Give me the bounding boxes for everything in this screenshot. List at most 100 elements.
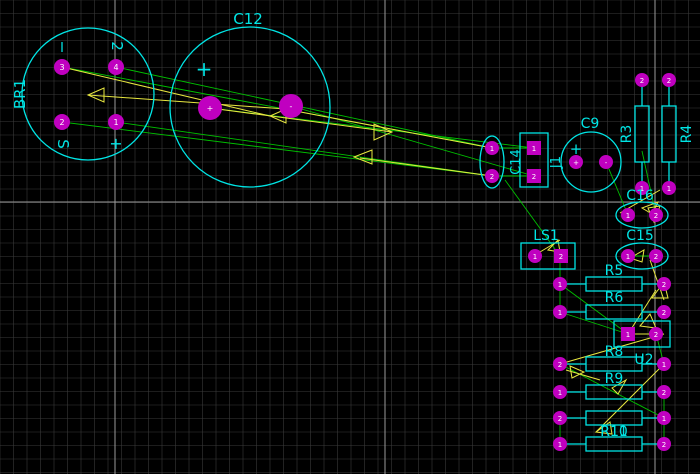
r3-pad-2-label: 2 — [640, 77, 644, 85]
br1-plus-mark: + — [109, 134, 122, 153]
c14-pad-1-label: 1 — [490, 145, 494, 153]
r4-refdes: R4 — [679, 125, 695, 144]
ls1-pad-2[interactable] — [554, 249, 568, 263]
ls1-pad-1[interactable] — [528, 249, 542, 263]
c12-pad-minus-label: - — [290, 102, 293, 111]
force-vectors — [61, 66, 665, 433]
r9-pad-left-label: 1 — [558, 389, 562, 397]
r11-refdes: R11 — [600, 424, 628, 440]
component-j1[interactable]: J1 1 2 — [519, 132, 564, 188]
c16-pad-1[interactable] — [621, 208, 635, 222]
c16-outline — [615, 201, 669, 229]
c12-pad-minus[interactable] — [279, 94, 303, 118]
component-c9[interactable]: C9 + + - — [560, 116, 622, 193]
c15-pad-2-label: 2 — [654, 253, 658, 261]
br1-outline — [21, 27, 155, 161]
ls1-refdes: LS1 — [533, 228, 559, 244]
component-u2[interactable]: U2 1 2 — [613, 320, 671, 368]
component-c12[interactable]: C12 + + - — [169, 10, 331, 188]
c15-pad-2[interactable] — [649, 249, 663, 263]
r8-refdes: R8 — [605, 344, 624, 360]
r5-pad-left[interactable] — [553, 277, 567, 291]
c12-pad-plus[interactable] — [198, 96, 222, 120]
r8-pad-right-label: 1 — [662, 361, 666, 369]
component-r4[interactable]: R4 2 1 — [661, 73, 695, 195]
component-r8[interactable]: R8 2 1 — [553, 344, 671, 372]
component-r3[interactable]: R3 2 1 — [619, 73, 650, 195]
br1-pad-4-label: 4 — [113, 63, 118, 72]
component-br1[interactable]: BR1 2 S + 3 4 2 1 — [11, 27, 155, 161]
r3-pad-1[interactable] — [635, 181, 649, 195]
r4-pad-2[interactable] — [662, 73, 676, 87]
r5-pad-right[interactable] — [657, 277, 671, 291]
br1-ac-mark-bottom: S — [54, 139, 72, 149]
r3-refdes: R3 — [619, 125, 635, 144]
r9-pad-right-label: 2 — [662, 389, 666, 397]
c14-pad-2[interactable] — [485, 169, 499, 183]
u2-pad-1[interactable] — [621, 327, 635, 341]
r8-pad-left[interactable] — [553, 357, 567, 371]
u2-pad-2[interactable] — [649, 327, 663, 341]
br1-pad-3-label: 3 — [59, 63, 64, 72]
r10-pad-right[interactable] — [657, 411, 671, 425]
br1-pad-3[interactable] — [54, 59, 70, 75]
r5-pad-left-label: 1 — [558, 281, 562, 289]
ls1-pad-1-label: 1 — [533, 253, 537, 261]
br1-pad-1-label: 1 — [113, 118, 118, 127]
j1-pad-2[interactable] — [527, 169, 541, 183]
r8-pad-right[interactable] — [657, 357, 671, 371]
r11-pad-right[interactable] — [657, 437, 671, 451]
u2-outline — [613, 320, 671, 348]
c16-pad-2[interactable] — [649, 208, 663, 222]
r6-pad-left-label: 1 — [558, 309, 562, 317]
br1-pad-2-label: 2 — [59, 118, 64, 127]
r4-pad-1[interactable] — [662, 181, 676, 195]
c15-outline — [615, 242, 669, 270]
c9-polarity-mark: + — [570, 140, 583, 158]
component-c16[interactable]: C16 1 2 — [615, 188, 669, 229]
j1-pad-1[interactable] — [527, 141, 541, 155]
r10-pad-left[interactable] — [553, 411, 567, 425]
c9-pad-plus[interactable] — [569, 155, 583, 169]
br1-refdes: BR1 — [11, 79, 29, 109]
ls1-pad-2-label: 2 — [559, 253, 563, 261]
c14-pad-2-label: 2 — [490, 173, 494, 181]
r11-pad-left[interactable] — [553, 437, 567, 451]
c12-pad-plus-label: + — [207, 104, 214, 113]
c12-outline — [169, 26, 331, 188]
u2-refdes: U2 — [634, 352, 653, 368]
c9-refdes: C9 — [581, 116, 600, 132]
r9-pad-right[interactable] — [657, 385, 671, 399]
r4-pad-1-label: 1 — [667, 185, 671, 193]
c9-pad-minus[interactable] — [599, 155, 613, 169]
r5-pad-right-label: 2 — [662, 281, 666, 289]
j1-pad-2-label: 2 — [532, 173, 536, 181]
r4-pad-2-label: 2 — [667, 77, 671, 85]
br1-pad-4[interactable] — [108, 59, 124, 75]
r6-pad-right[interactable] — [657, 305, 671, 319]
br1-ac-mark-top: 2 — [108, 41, 126, 51]
br1-pad-2[interactable] — [54, 114, 70, 130]
c14-pad-1[interactable] — [485, 141, 499, 155]
j1-pad-1-label: 1 — [532, 145, 536, 153]
r6-pad-left[interactable] — [553, 305, 567, 319]
c12-refdes: C12 — [233, 10, 263, 28]
r8-pad-left-label: 2 — [558, 361, 562, 369]
r3-pad-2[interactable] — [635, 73, 649, 87]
c15-pad-1[interactable] — [621, 249, 635, 263]
br1-pad-1[interactable] — [108, 114, 124, 130]
r9-pad-left[interactable] — [553, 385, 567, 399]
component-ls1[interactable]: LS1 1 2 — [520, 228, 576, 270]
c15-refdes: C15 — [626, 228, 654, 244]
component-c15[interactable]: C15 1 2 — [615, 228, 669, 270]
r3-pad-1-label: 1 — [640, 185, 644, 193]
r6-refdes: R6 — [605, 290, 624, 306]
c16-refdes: C16 — [626, 188, 654, 204]
